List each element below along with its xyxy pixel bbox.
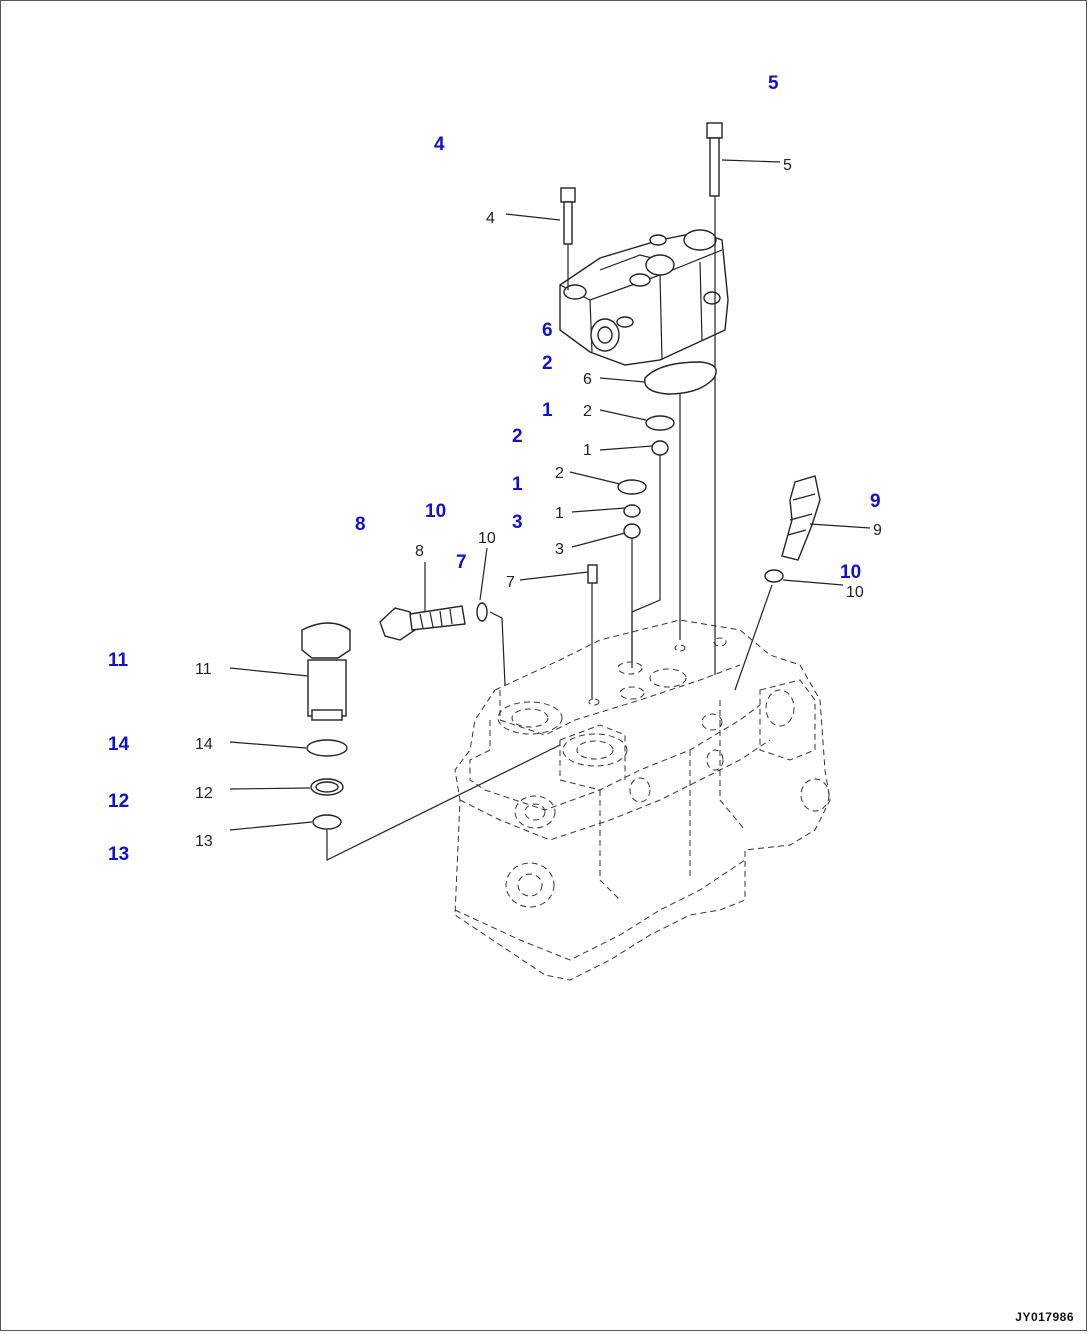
hotspot-12[interactable]: 12 — [108, 791, 130, 812]
ring-14 — [306, 739, 348, 757]
seal-2-upper — [645, 415, 675, 431]
bolt-5 — [706, 122, 723, 675]
seal-1-lower — [623, 504, 641, 518]
callout-10-right: 10 — [846, 584, 864, 601]
ring-13 — [312, 814, 342, 830]
callout-12: 12 — [195, 785, 213, 802]
o-ring-10-left — [476, 602, 488, 622]
callout-1-upper: 1 — [583, 442, 592, 459]
hotspot-5[interactable]: 5 — [768, 73, 779, 94]
hotspot-1-lower[interactable]: 1 — [512, 474, 523, 495]
callout-2-lower: 2 — [555, 465, 564, 482]
callout-4: 4 — [486, 210, 495, 227]
o-ring-10-right — [764, 569, 784, 583]
fitting-8 — [379, 605, 466, 641]
hotspot-13[interactable]: 13 — [108, 844, 130, 865]
callout-6: 6 — [583, 371, 592, 388]
pin-7 — [587, 564, 598, 584]
hotspot-2-upper[interactable]: 2 — [542, 353, 553, 374]
callout-labels: 5 4 6 2 1 2 1 3 8 10 7 9 10 11 14 12 13 — [195, 157, 882, 850]
hotspot-10-left[interactable]: 10 — [425, 501, 447, 522]
pump-body — [454, 619, 831, 981]
hotspot-7[interactable]: 7 — [456, 552, 467, 573]
seal-2-lower — [617, 479, 647, 495]
hotspot-8[interactable]: 8 — [355, 514, 366, 535]
callout-3: 3 — [555, 541, 564, 558]
leader-lines — [229, 159, 871, 831]
seal-1-upper — [651, 440, 669, 456]
hotspot-14[interactable]: 14 — [108, 734, 130, 755]
hotspot-4[interactable]: 4 — [434, 134, 445, 155]
callout-7: 7 — [506, 574, 515, 591]
callout-9: 9 — [873, 522, 882, 539]
hotspot-3[interactable]: 3 — [512, 512, 523, 533]
hotspot-10-right[interactable]: 10 — [840, 562, 862, 583]
ring-12-inner — [315, 781, 339, 793]
hotspot-9[interactable]: 9 — [870, 491, 881, 512]
hotspot-11[interactable]: 11 — [108, 650, 129, 671]
drawing-code: JY017986 — [1015, 1310, 1074, 1324]
hotspot-6[interactable]: 6 — [542, 320, 553, 341]
callout-10-left: 10 — [478, 530, 496, 547]
callout-8: 8 — [415, 543, 424, 560]
gasket-6 — [644, 361, 717, 395]
callout-2-upper: 2 — [583, 403, 592, 420]
plug-11 — [301, 622, 351, 721]
valve-block — [559, 229, 729, 366]
hotspot-1-upper[interactable]: 1 — [542, 400, 553, 421]
hotspot-2-lower[interactable]: 2 — [512, 426, 523, 447]
callout-1-lower: 1 — [555, 505, 564, 522]
callout-13: 13 — [195, 833, 213, 850]
callout-5: 5 — [783, 157, 792, 174]
callout-11: 11 — [195, 661, 212, 678]
bolt-4 — [560, 187, 576, 290]
seal-3 — [623, 523, 641, 539]
hose-fitting-9 — [781, 475, 821, 561]
callout-14: 14 — [195, 736, 213, 753]
